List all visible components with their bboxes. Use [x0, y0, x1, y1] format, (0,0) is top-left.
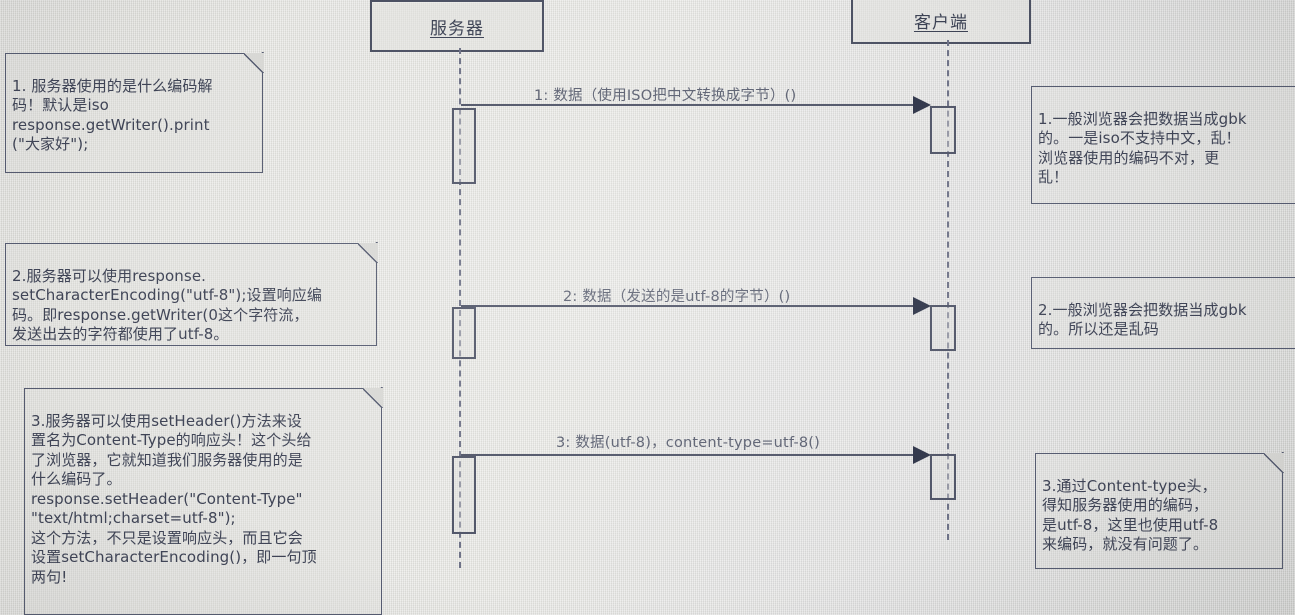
note-right-2[interactable]: 2.一般浏览器会把数据当成gbk 的。所以还是乱码 — [1031, 277, 1295, 349]
note-left-3[interactable]: 3.服务器可以使用setHeader()方法来设 置名为Content-Type… — [24, 387, 383, 615]
message-line-2 — [461, 305, 921, 307]
message-arrowhead-1 — [913, 96, 931, 114]
message-line-1 — [461, 104, 921, 106]
note-left-3-text: 3.服务器可以使用setHeader()方法来设 置名为Content-Type… — [31, 411, 317, 586]
message-arrowhead-3 — [913, 446, 931, 464]
participant-label-client: 客户端 — [914, 12, 968, 33]
participant-header-server[interactable]: 服务器 — [370, 0, 544, 52]
activation-bar-server-3 — [452, 456, 476, 534]
activation-bar-server-2 — [452, 307, 476, 359]
lifeline-client — [947, 40, 949, 540]
note-right-3[interactable]: 3.通过Content-type头， 得知服务器使用的编码， 是utf-8，这里… — [1035, 452, 1284, 569]
activation-bar-client-1 — [930, 106, 956, 154]
message-label-1: 1: 数据（使用ISO把中文转换成字节）() — [534, 88, 797, 104]
activation-bar-client-2 — [930, 305, 956, 351]
message-label-3: 3: 数据(utf-8)，content-type=utf-8() — [556, 435, 821, 451]
activation-bar-server-1 — [452, 108, 476, 184]
note-right-2-text: 2.一般浏览器会把数据当成gbk 的。所以还是乱码 — [1038, 300, 1247, 339]
activation-bar-client-3 — [930, 454, 956, 500]
message-arrowhead-2 — [913, 297, 931, 315]
message-label-2: 2: 数据（发送的是utf-8的字节）() — [563, 289, 791, 305]
note-right-1-text: 1.一般浏览器会把数据当成gbk 的。一是iso不支持中文，乱！ 浏览器使用的编… — [1038, 109, 1247, 187]
note-right-3-text: 3.通过Content-type头， 得知服务器使用的编码， 是utf-8，这里… — [1042, 476, 1219, 554]
note-left-1[interactable]: 1. 服务器使用的是什么编码解 码！默认是iso response.getWri… — [5, 52, 264, 173]
message-line-3 — [461, 454, 921, 456]
note-left-2-text: 2.服务器可以使用response. setCharacterEncoding(… — [12, 266, 322, 344]
participant-header-client[interactable]: 客户端 — [851, 0, 1031, 44]
note-left-1-text: 1. 服务器使用的是什么编码解 码！默认是iso response.getWri… — [12, 76, 213, 154]
note-right-1[interactable]: 1.一般浏览器会把数据当成gbk 的。一是iso不支持中文，乱！ 浏览器使用的编… — [1031, 86, 1295, 204]
participant-label-server: 服务器 — [430, 18, 484, 39]
note-left-2[interactable]: 2.服务器可以使用response. setCharacterEncoding(… — [5, 242, 378, 346]
